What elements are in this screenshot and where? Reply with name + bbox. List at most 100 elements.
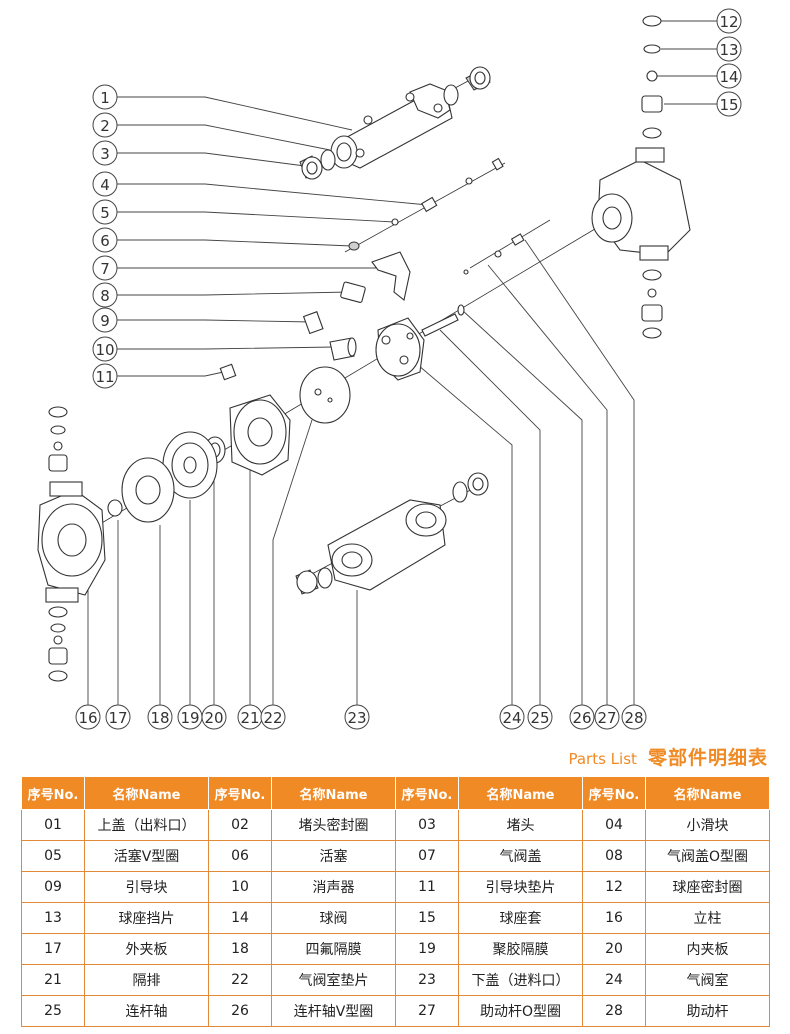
- part-number-cell: 27: [395, 995, 459, 1027]
- part-number-cell: 02: [208, 809, 272, 841]
- callout-number: 14: [716, 63, 742, 89]
- part-number-cell: 04: [582, 809, 646, 841]
- part-name-cell: 球座套: [458, 902, 583, 934]
- part-name-cell: 堵头密封圈: [271, 809, 396, 841]
- callout-label: 20: [204, 709, 223, 727]
- callout-number: 5: [92, 199, 118, 225]
- part-number-cell: 14: [208, 902, 272, 934]
- callout-label: 6: [100, 232, 110, 250]
- part-name-cell: 隔排: [84, 964, 209, 996]
- callout-circle: [716, 36, 742, 62]
- callout-label: 16: [78, 709, 97, 727]
- part-name-cell: 外夹板: [84, 933, 209, 965]
- callout-label: 24: [502, 709, 521, 727]
- part-name-cell: 活塞: [271, 840, 396, 872]
- callout-label: 21: [240, 709, 259, 727]
- leader-lines: [87, 20, 717, 705]
- part-name-cell: 气阀盖O型圈: [645, 840, 770, 872]
- callout-number: 28: [621, 704, 647, 730]
- callout-number: 17: [105, 704, 131, 730]
- part-number-cell: 26: [208, 995, 272, 1027]
- callout-circle: [92, 307, 118, 333]
- callout-label: 13: [719, 41, 738, 59]
- callout-label: 2: [100, 117, 110, 135]
- callout-label: 11: [95, 368, 114, 386]
- callout-number: 9: [92, 307, 118, 333]
- part-number-cell: 11: [395, 871, 459, 903]
- center-body-air-chamber: [375, 219, 551, 381]
- callout-label: 1: [100, 89, 110, 107]
- callout-circle: [569, 704, 595, 730]
- part-number-cell: 05: [21, 840, 85, 872]
- parts-list-title-cn: 零部件明细表: [647, 747, 768, 769]
- callout-circle: [621, 704, 647, 730]
- callout-label: 25: [530, 709, 549, 727]
- callout-number: 15: [716, 91, 742, 117]
- callout-circle: [92, 84, 118, 110]
- part-number-cell: 06: [208, 840, 272, 872]
- callout-circle: [92, 171, 118, 197]
- callout-circle: [92, 199, 118, 225]
- part-number-cell: 15: [395, 902, 459, 934]
- part-name-cell: 聚胶隔膜: [458, 933, 583, 965]
- column-header: 序号No.: [208, 776, 272, 810]
- callout-circle: [716, 8, 742, 34]
- part-name-cell: 助动杆: [645, 995, 770, 1027]
- callout-number: 16: [75, 704, 101, 730]
- left-diaphragm-stack: [107, 366, 351, 523]
- callout-circle: [92, 112, 118, 138]
- part-number-cell: 21: [21, 964, 85, 996]
- part-number-cell: 09: [21, 871, 85, 903]
- callout-number: 10: [92, 336, 118, 362]
- part-name-cell: 连杆轴V型圈: [271, 995, 396, 1027]
- callout-label: 3: [100, 145, 110, 163]
- callout-circle: [260, 704, 286, 730]
- part-number-cell: 25: [21, 995, 85, 1027]
- part-number-cell: 22: [208, 964, 272, 996]
- callout-number: 6: [92, 227, 118, 253]
- part-number-cell: 16: [582, 902, 646, 934]
- callout-number: 12: [716, 8, 742, 34]
- part-name-cell: 堵头: [458, 809, 583, 841]
- callout-number: 4: [92, 171, 118, 197]
- callout-label: 14: [719, 68, 738, 86]
- part-name-cell: 球阀: [271, 902, 396, 934]
- part-name-cell: 下盖（进料口）: [458, 964, 583, 996]
- part-name-cell: 球座密封圈: [645, 871, 770, 903]
- column-header: 名称Name: [458, 776, 583, 810]
- part-number-cell: 18: [208, 933, 272, 965]
- air-valve-small-parts: [219, 157, 504, 381]
- callout-number: 3: [92, 140, 118, 166]
- part-name-cell: 气阀室: [645, 964, 770, 996]
- part-name-cell: 上盖（出料口）: [84, 809, 209, 841]
- callout-number: 11: [92, 363, 118, 389]
- part-name-cell: 活塞V型圈: [84, 840, 209, 872]
- callout-number: 19: [177, 704, 203, 730]
- callout-number: 27: [594, 704, 620, 730]
- callout-label: 9: [100, 312, 110, 330]
- part-name-cell: 小滑块: [645, 809, 770, 841]
- callout-label: 26: [572, 709, 591, 727]
- part-name-cell: 气阀室垫片: [271, 964, 396, 996]
- callout-number: 26: [569, 704, 595, 730]
- callout-number: 20: [201, 704, 227, 730]
- parts-list-title-en: Parts List: [568, 750, 637, 768]
- parts-list-title: Parts List 零部件明细表: [568, 743, 768, 770]
- callout-circle: [92, 255, 118, 281]
- callout-circle: [344, 704, 370, 730]
- plug-and-seal-left: [299, 149, 336, 180]
- callout-number: 22: [260, 704, 286, 730]
- part-name-cell: 引导块垫片: [458, 871, 583, 903]
- column-header: 名称Name: [645, 776, 770, 810]
- callout-label: 22: [263, 709, 282, 727]
- part-number-cell: 12: [582, 871, 646, 903]
- callout-label: 27: [597, 709, 616, 727]
- part-number-cell: 24: [582, 964, 646, 996]
- part-number-cell: 17: [21, 933, 85, 965]
- callout-label: 8: [100, 287, 110, 305]
